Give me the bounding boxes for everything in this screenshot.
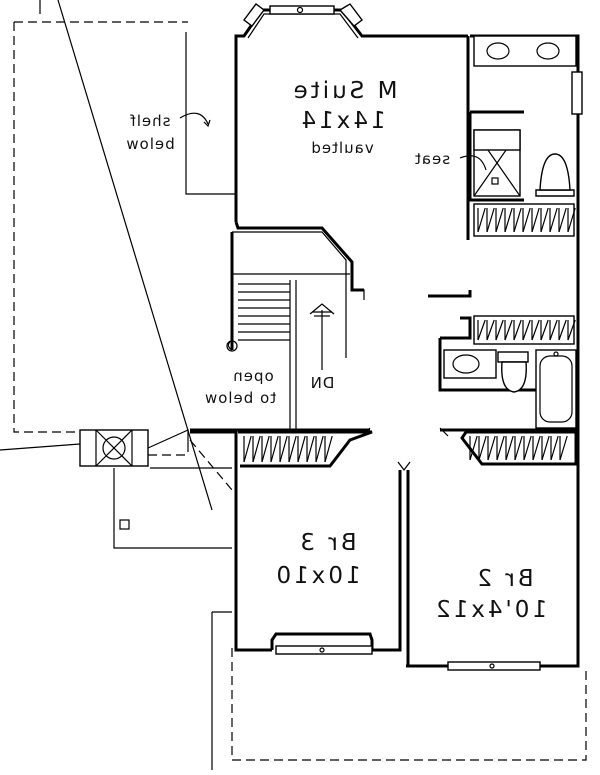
seat-label: seat [414, 150, 450, 168]
bedroom3-size: 10x10 [273, 563, 360, 589]
roof-lines [0, 0, 232, 770]
open-label-line2: to below [204, 389, 276, 407]
bedroom2-window [447, 661, 541, 671]
bedroom3-window [270, 632, 374, 655]
bedroom2-size: 10'4x12 [433, 597, 547, 623]
master-suite-note: vaulted [310, 139, 373, 157]
stairs-down-label: DN [310, 374, 335, 392]
hall-bath [443, 349, 577, 429]
hall-closet [473, 315, 576, 345]
double-vanity [473, 35, 577, 67]
shower [468, 110, 524, 202]
master-suite-size: 14x14 [298, 108, 385, 134]
master-closet [473, 203, 576, 237]
bath-window [571, 71, 583, 115]
shelf-arrow [179, 112, 209, 125]
chimney [79, 429, 189, 467]
bedroom2-closet [460, 430, 578, 466]
shelf-outline [185, 32, 236, 195]
master-suite-name: M Suite [291, 78, 398, 104]
open-label-line1: open [232, 367, 273, 385]
lower-level-outline [13, 21, 587, 761]
master-toilet [535, 153, 575, 197]
doors [352, 289, 449, 471]
shelf-label-line2: below [125, 135, 174, 153]
bay-window [243, 3, 363, 39]
bedroom3-name: Br 3 [297, 530, 356, 556]
seat-arrow [459, 155, 487, 171]
stairs [226, 231, 350, 430]
bedroom2-name: Br 2 [474, 566, 533, 592]
bedroom3-closet [238, 430, 373, 468]
shelf-label-line1: shelf [130, 112, 171, 130]
